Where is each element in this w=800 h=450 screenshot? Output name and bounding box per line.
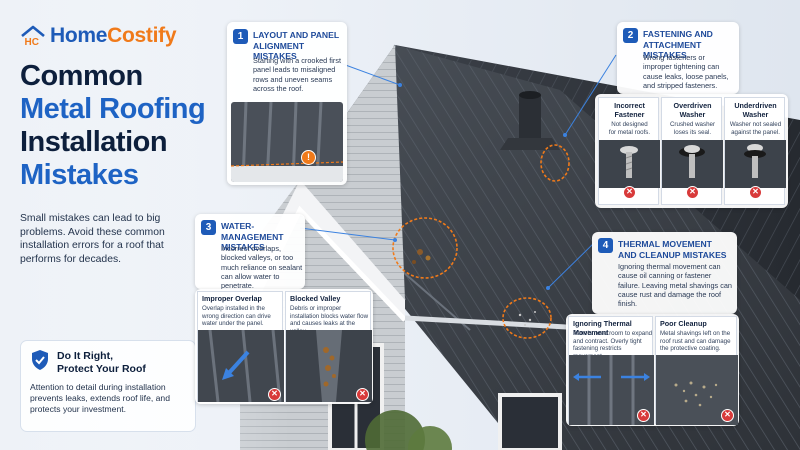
mistake-body: Starting with a crooked first panel lead… xyxy=(253,56,342,93)
mistake-number: 2 xyxy=(623,28,638,43)
mistake-number: 4 xyxy=(598,238,613,253)
screw-icon xyxy=(725,140,786,188)
example-improper-overlap: Improper Overlap Overlap installed in th… xyxy=(197,291,284,402)
do-it-right-body: Attention to detail during installation … xyxy=(30,382,170,414)
error-x-icon: ✕ xyxy=(623,186,636,199)
svg-text:HC: HC xyxy=(25,37,39,47)
brand-logo: HC HomeCostify xyxy=(20,24,177,48)
mistake-number: 3 xyxy=(201,220,216,235)
mistake-number: 1 xyxy=(233,29,248,44)
error-x-icon: ✕ xyxy=(749,186,762,199)
error-x-icon: ✕ xyxy=(268,388,281,401)
mistake-body: Wrong fasteners or improper tightening c… xyxy=(643,53,729,90)
error-x-icon: ✕ xyxy=(356,388,369,401)
example-poor-cleanup: Poor Cleanup Metal shavings left on the … xyxy=(655,316,738,425)
title-line-3: Installation xyxy=(20,126,168,158)
screw-icon xyxy=(599,140,660,188)
shavings-photo xyxy=(656,355,738,425)
misaligned-panels-photo xyxy=(231,102,343,182)
intro-text: Small mistakes can lead to big problems.… xyxy=(20,213,165,265)
screw-icon xyxy=(662,140,723,188)
house-logo-icon: HC xyxy=(20,25,46,48)
example-thermal-movement: Ignoring Thermal Movement Panels need ro… xyxy=(568,316,654,425)
title-line-1: Common xyxy=(20,60,143,92)
error-x-icon: ✕ xyxy=(721,409,734,422)
do-it-right-title: Do It Right, Protect Your Roof xyxy=(57,350,146,375)
brand-name: HomeCostify xyxy=(50,24,177,47)
page-title: Common Metal Roofing Installation Mistak… xyxy=(20,60,220,192)
title-line-4: Mistakes xyxy=(20,159,139,191)
warning-icon: ! xyxy=(301,150,316,165)
thermal-examples: Ignoring Thermal Movement Panels need ro… xyxy=(566,314,739,426)
error-x-icon: ✕ xyxy=(686,186,699,199)
water-examples: Improper Overlap Overlap installed in th… xyxy=(195,289,373,404)
error-x-icon: ✕ xyxy=(637,409,650,422)
mistake-body: Incorrect overlaps, blocked valleys, or … xyxy=(221,244,303,291)
mistake-body: Ignoring thermal movement can cause oil … xyxy=(618,262,732,309)
example-blocked-valley: Blocked Valley Debris or improper instal… xyxy=(285,291,372,402)
shield-check-icon xyxy=(30,349,50,376)
title-line-2: Metal Roofing xyxy=(20,93,206,125)
do-it-right-box: Do It Right, Protect Your Roof Attention… xyxy=(20,340,196,432)
